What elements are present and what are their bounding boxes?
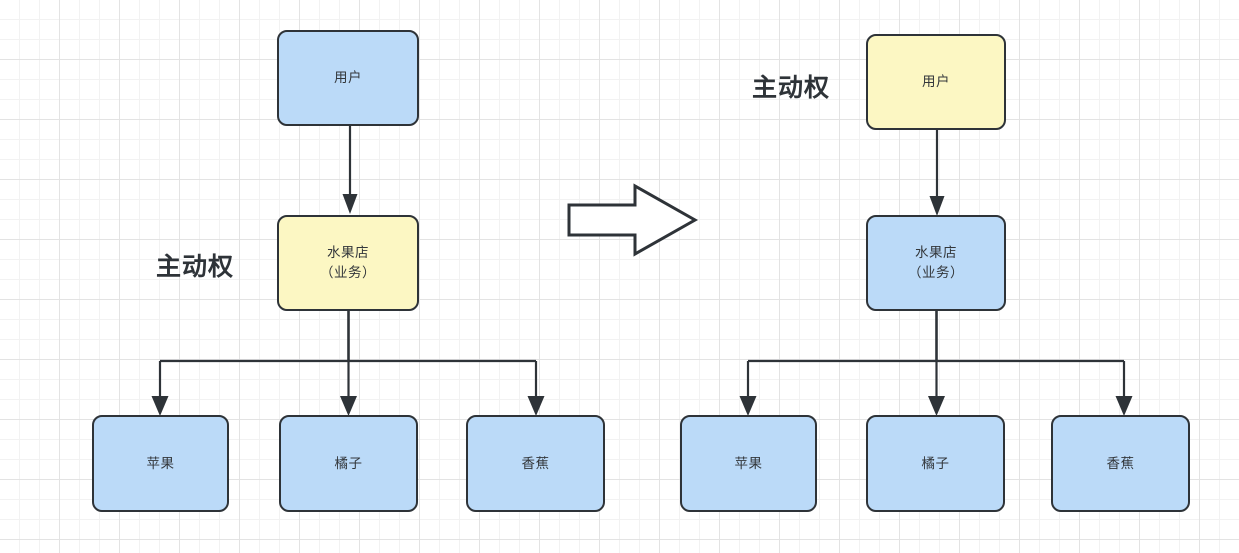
- node-right-orange[interactable]: 橘子: [866, 415, 1005, 512]
- label-right-initiative: 主动权: [752, 74, 831, 102]
- node-left-user[interactable]: 用户: [277, 30, 419, 126]
- node-right-user[interactable]: 用户: [866, 34, 1006, 130]
- node-right-apple[interactable]: 苹果: [680, 415, 817, 512]
- node-right-shop[interactable]: 水果店 （业务）: [866, 215, 1006, 311]
- node-left-apple[interactable]: 苹果: [92, 415, 229, 512]
- connector-right-shop-to-fruits: [739, 308, 1133, 416]
- connector-left-user-to-shop: [342, 126, 358, 214]
- transition-arrow-icon: [567, 183, 699, 257]
- label-left-initiative: 主动权: [156, 253, 235, 281]
- node-left-orange[interactable]: 橘子: [279, 415, 418, 512]
- connector-right-user-to-shop: [929, 130, 945, 216]
- node-right-banana[interactable]: 香蕉: [1051, 415, 1190, 512]
- node-left-banana[interactable]: 香蕉: [466, 415, 605, 512]
- connector-left-shop-to-fruits: [151, 308, 545, 416]
- node-left-shop[interactable]: 水果店 （业务）: [277, 215, 419, 311]
